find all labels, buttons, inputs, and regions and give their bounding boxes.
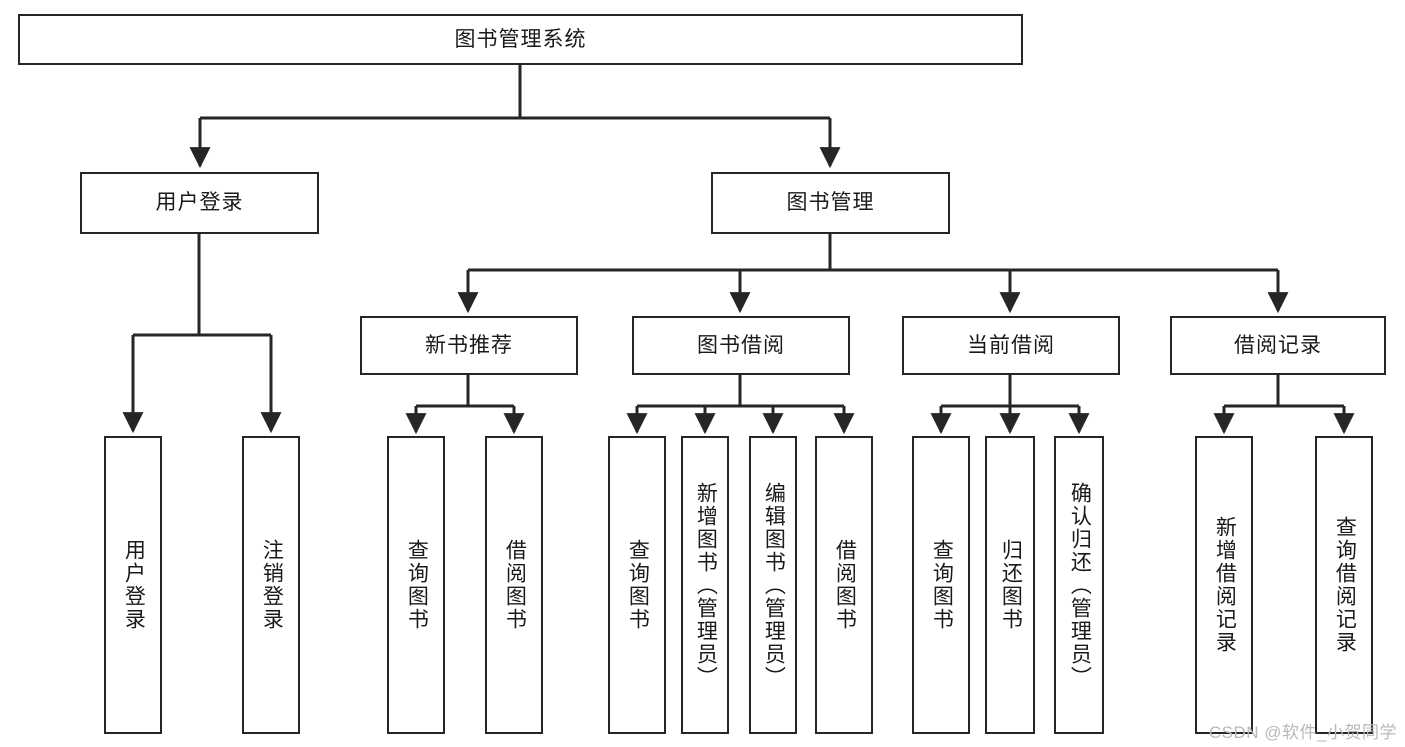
- node-book-borrow[interactable]: 图书借阅: [632, 316, 850, 375]
- leaf-book-borrow-add[interactable]: 新增图书（管理员）: [681, 436, 729, 734]
- node-current-borrow[interactable]: 当前借阅: [902, 316, 1120, 375]
- node-label: 图书管理系统: [454, 27, 587, 51]
- node-user-login[interactable]: 用户登录: [80, 172, 319, 234]
- node-borrow-record[interactable]: 借阅记录: [1170, 316, 1386, 375]
- leaf-user-login-logout[interactable]: 注销登录: [242, 436, 300, 734]
- node-label: 查询图书: [405, 539, 429, 631]
- leaf-current-borrow-query[interactable]: 查询图书: [912, 436, 970, 734]
- leaf-user-login-login[interactable]: 用户登录: [104, 436, 162, 734]
- node-label: 新增借阅记录: [1213, 516, 1237, 654]
- node-label: 借阅图书: [503, 539, 527, 631]
- node-label: 新增图书（管理员）: [694, 481, 718, 689]
- leaf-book-borrow-query[interactable]: 查询图书: [608, 436, 666, 734]
- node-label: 借阅图书: [833, 539, 857, 631]
- leaf-borrow-record-add[interactable]: 新增借阅记录: [1195, 436, 1253, 734]
- node-label: 图书借阅: [697, 333, 785, 357]
- leaf-current-borrow-confirm[interactable]: 确认归还（管理员）: [1054, 436, 1104, 734]
- node-root-system[interactable]: 图书管理系统: [18, 14, 1023, 65]
- node-new-book-recommend[interactable]: 新书推荐: [360, 316, 578, 375]
- node-label: 查询借阅记录: [1333, 516, 1357, 654]
- leaf-book-borrow-edit[interactable]: 编辑图书（管理员）: [749, 436, 797, 734]
- node-label: 确认归还（管理员）: [1068, 481, 1092, 689]
- leaf-new-book-query[interactable]: 查询图书: [387, 436, 445, 734]
- node-label: 用户登录: [155, 191, 244, 215]
- node-book-management[interactable]: 图书管理: [711, 172, 950, 234]
- csdn-watermark: CSDN @软件_小贺同学: [1208, 723, 1397, 742]
- node-label: 当前借阅: [967, 333, 1055, 357]
- node-label: 新书推荐: [425, 333, 513, 357]
- node-label: 注销登录: [260, 539, 284, 631]
- node-label: 编辑图书（管理员）: [762, 481, 786, 689]
- leaf-book-borrow-borrow[interactable]: 借阅图书: [815, 436, 873, 734]
- node-label: 查询图书: [626, 539, 650, 631]
- node-label: 借阅记录: [1234, 333, 1322, 357]
- node-label: 查询图书: [930, 539, 954, 631]
- node-label: 归还图书: [999, 539, 1023, 631]
- leaf-current-borrow-return[interactable]: 归还图书: [985, 436, 1035, 734]
- leaf-new-book-borrow[interactable]: 借阅图书: [485, 436, 543, 734]
- node-label: 图书管理: [786, 191, 875, 215]
- node-label: 用户登录: [122, 539, 146, 631]
- leaf-borrow-record-query[interactable]: 查询借阅记录: [1315, 436, 1373, 734]
